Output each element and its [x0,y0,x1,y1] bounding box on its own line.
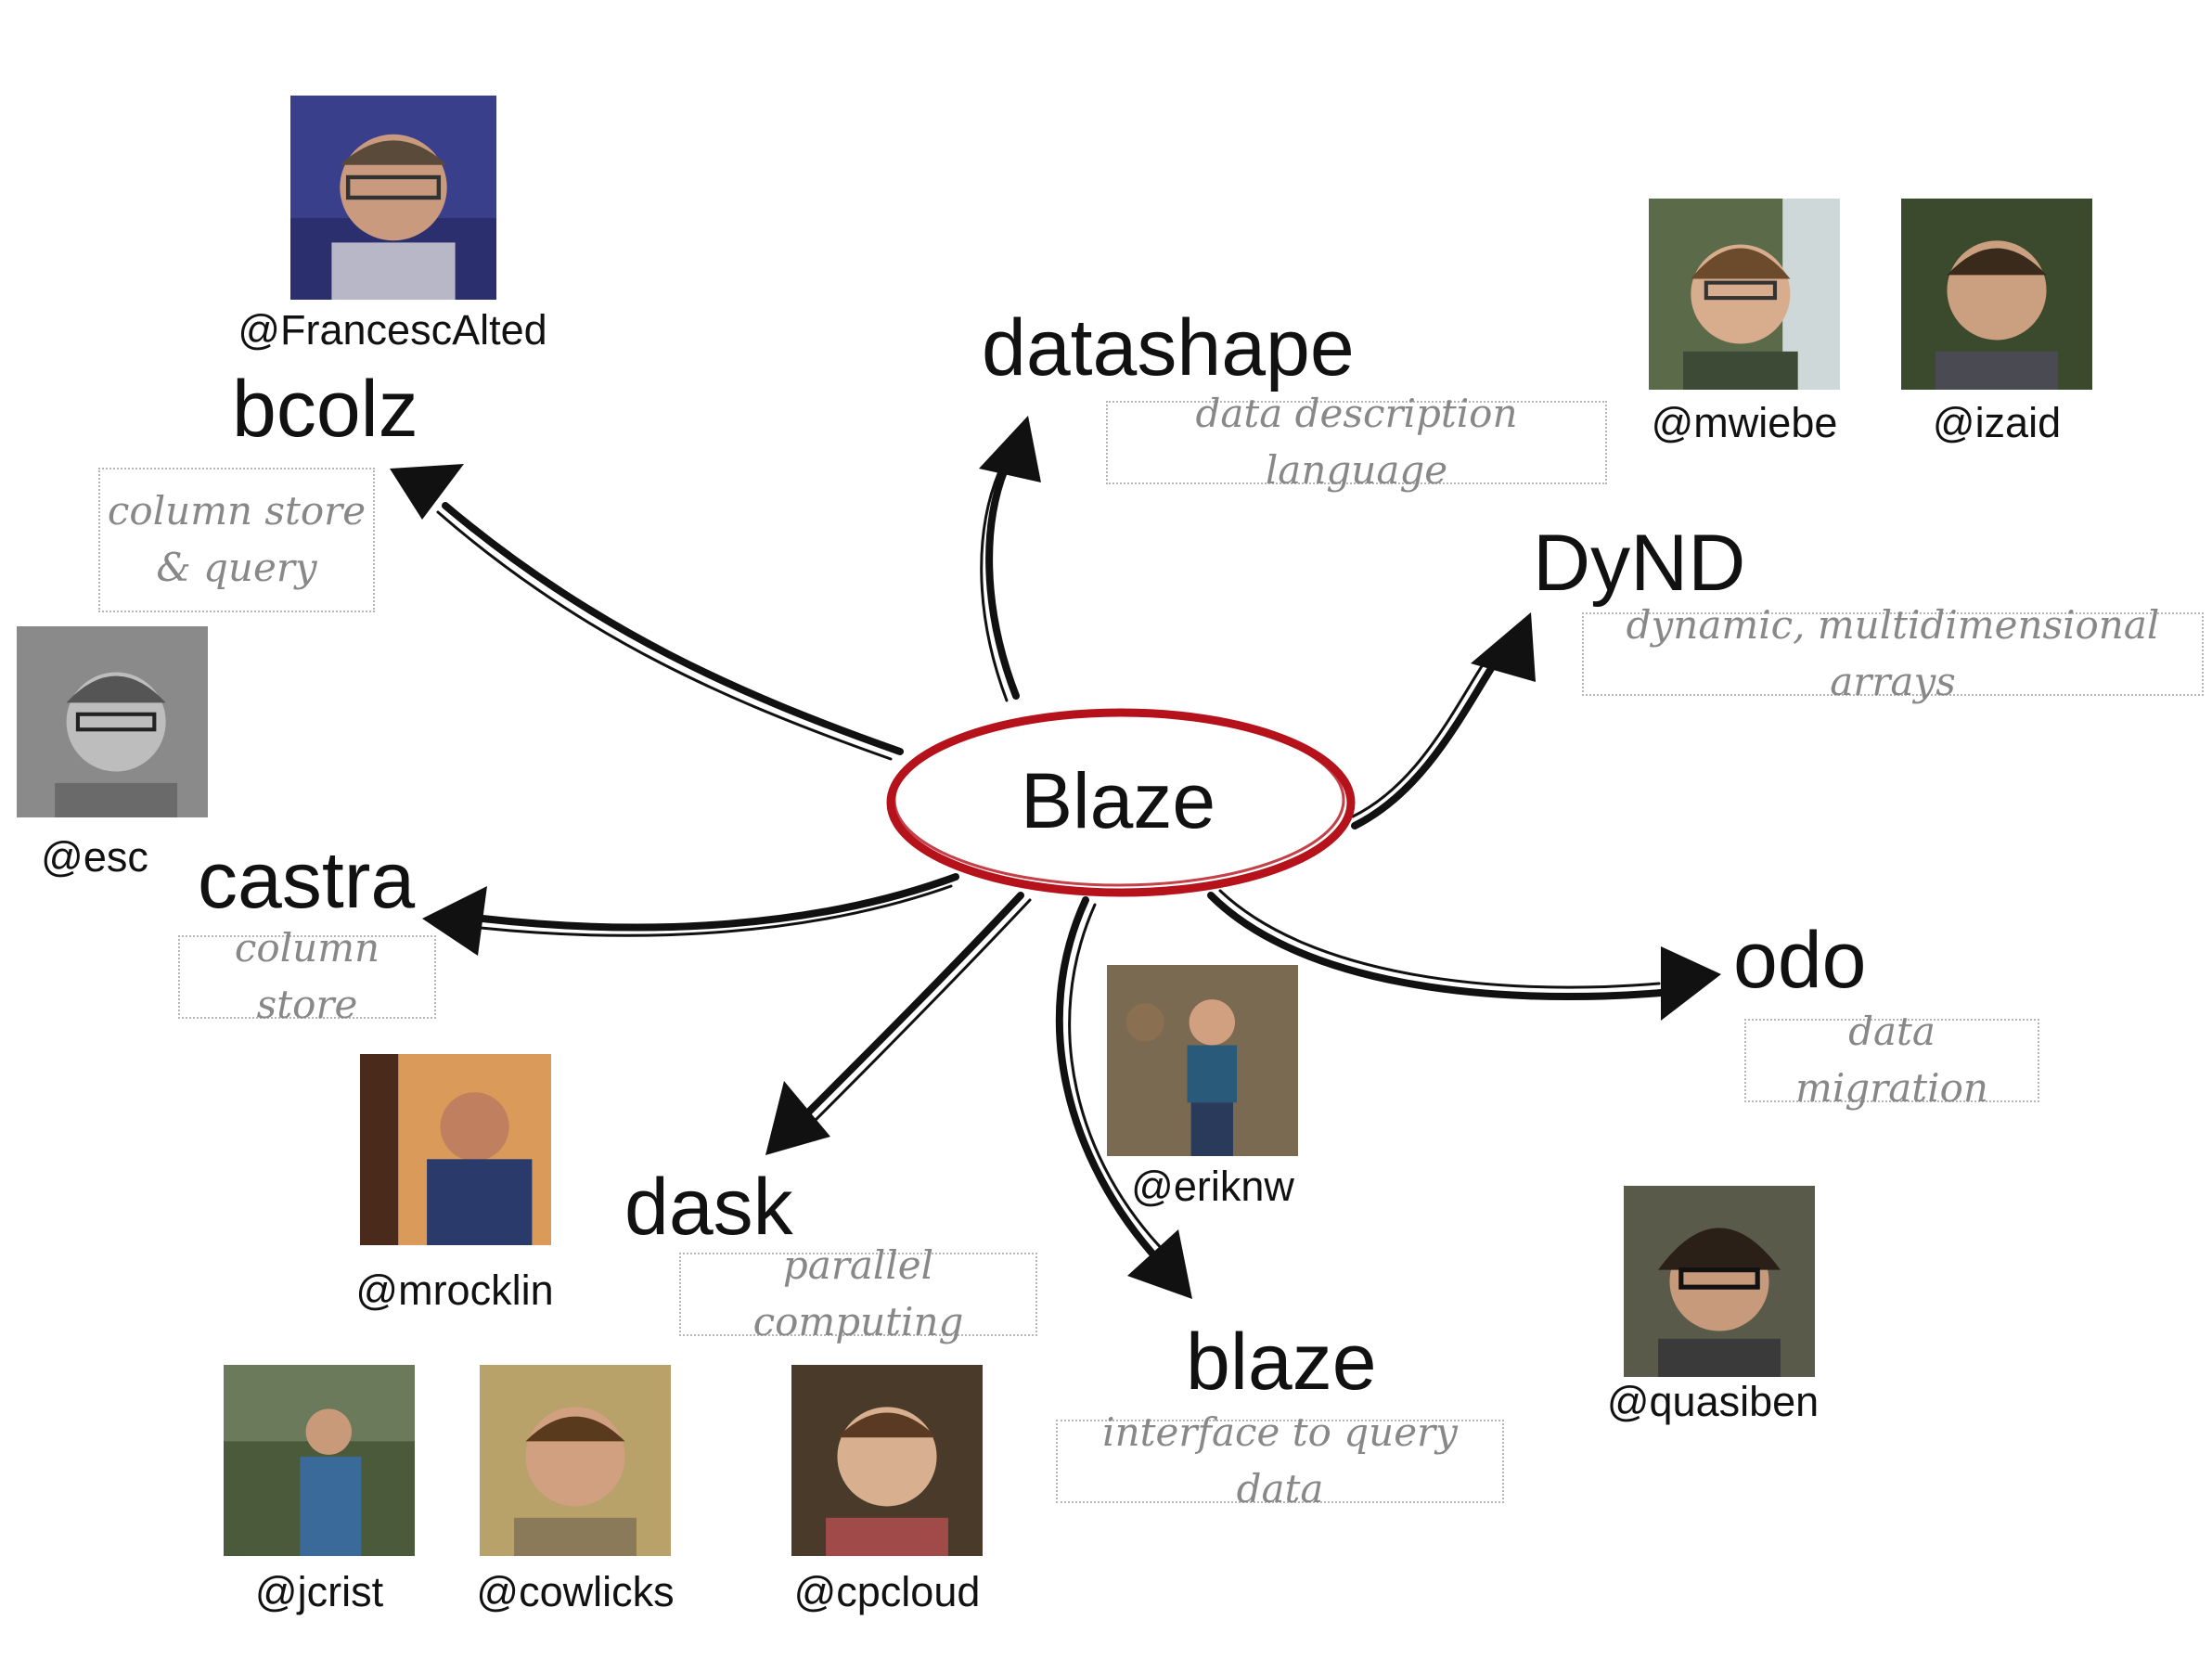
project-blaze: blaze [1186,1318,1377,1407]
arrow-to-dynd [1351,646,1507,830]
desc-dynd: dynamic, multidimensional arrays [1582,602,2204,704]
handle-cpcloud: @cpcloud [793,1568,981,1615]
desc-datashape: data description language [1106,391,1607,493]
handle-izaid: @izaid [1932,399,2062,446]
avatar-esc [17,626,208,817]
handle-quasiben: @quasiben [1606,1378,1820,1425]
arrow-to-castra [479,873,959,932]
hub-label: Blaze [1021,757,1215,844]
project-castra: castra [198,836,416,925]
arrow-to-datashape [985,451,1020,700]
desc-blaze: interface to query data [1056,1409,1504,1511]
handle-eriknw: @eriknw [1131,1163,1294,1210]
handle-cowlicks: @cowlicks [476,1568,675,1615]
arrow-to-bcolz [442,502,904,755]
desc-bcolz: column store & query [98,468,375,612]
avatar-eriknw [1107,965,1298,1156]
handle-esc: @esc [41,833,148,881]
project-bcolz: bcolz [232,365,418,454]
arrow-to-dask [804,892,1024,1117]
arrow-to-odo [1207,892,1665,1001]
desc-castra: column store [178,925,436,1027]
handle-mwiebe: @mwiebe [1651,399,1838,446]
project-odo: odo [1733,916,1867,1005]
desc-dask: parallel computing [679,1242,1037,1344]
avatar-cowlicks [480,1365,671,1556]
avatar-cpcloud [791,1365,983,1556]
avatar-mrocklin [360,1054,551,1245]
avatar-quasiben [1624,1186,1815,1377]
hub-ring [886,708,1356,897]
project-dynd: DyND [1533,519,1746,608]
arrow-to-blaze [1055,896,1164,1266]
avatar-jcrist [224,1365,415,1556]
project-dask: dask [624,1163,793,1252]
handle-francescalted: @FrancescAlted [238,306,547,354]
handle-mrocklin: @mrocklin [355,1267,554,1314]
avatar-francescalted [290,96,496,300]
handle-jcrist: @jcrist [254,1568,384,1615]
avatar-mwiebe [1649,199,1840,390]
avatar-izaid [1901,199,2092,390]
desc-odo: data migration [1744,1009,2039,1111]
project-datashape: datashape [982,303,1355,392]
